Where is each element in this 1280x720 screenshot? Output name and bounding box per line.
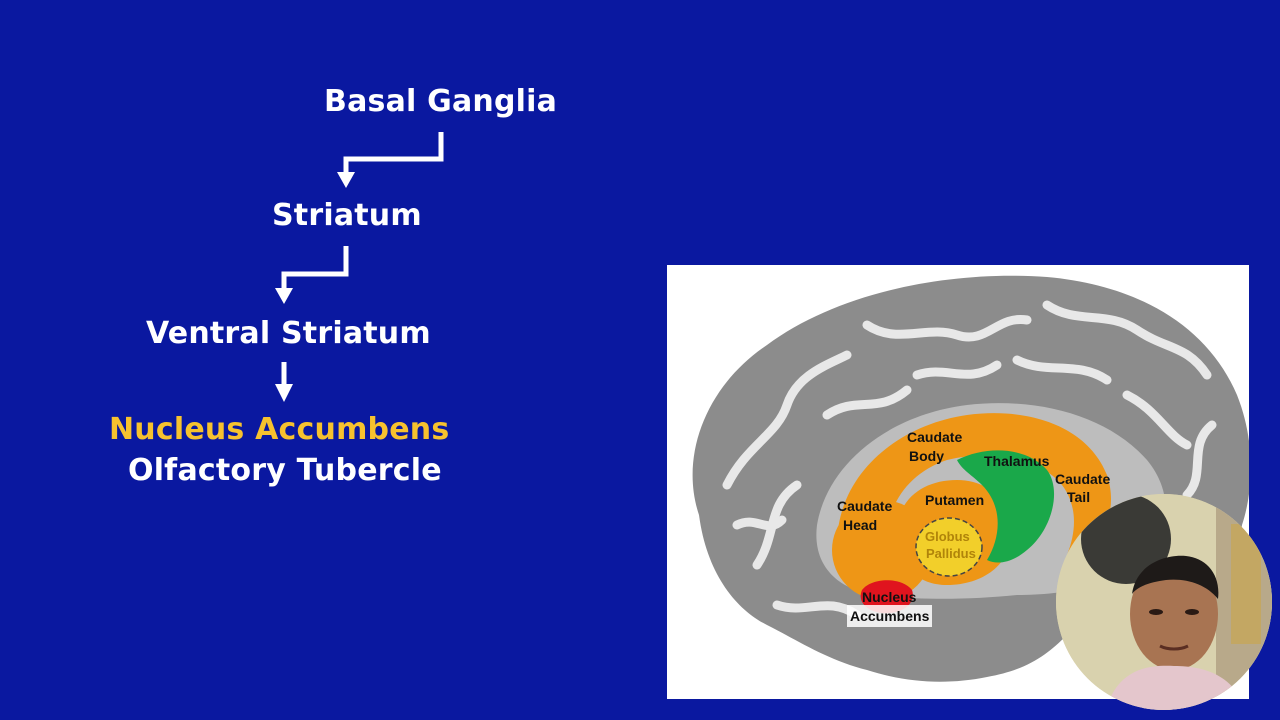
label-globus-2: Pallidus: [926, 546, 976, 561]
basal-ganglia-label: Basal Ganglia: [324, 84, 558, 119]
nucleus-accumbens-label: Nucleus Accumbens: [109, 412, 450, 447]
label-caudate-tail-2: Tail: [1067, 489, 1090, 505]
presenter-shirt: [1106, 665, 1246, 710]
arrowhead-1: [337, 172, 355, 188]
label-caudate-body-1: Caudate: [907, 429, 962, 445]
striatum-label: Striatum: [272, 198, 422, 233]
caudate-nucleus: [837, 413, 1112, 595]
label-globus-1: Globus: [925, 529, 970, 544]
globus-pallidus: [915, 517, 983, 577]
label-caudate-body-2: Body: [909, 448, 944, 464]
label-accumbens-1: Nucleus: [862, 589, 917, 605]
label-accumbens-2: Accumbens: [850, 608, 930, 624]
label-putamen: Putamen: [925, 492, 984, 508]
arrowhead-3: [275, 384, 293, 402]
arrow-striatum-to-ventral: [281, 246, 349, 290]
label-caudate-head-2: Head: [843, 517, 877, 533]
presenter-webcam: [1056, 494, 1272, 710]
label-caudate-tail-1: Caudate: [1055, 471, 1110, 487]
ventral-striatum-label: Ventral Striatum: [146, 316, 431, 351]
label-thalamus: Thalamus: [984, 453, 1050, 469]
label-caudate-head-1: Caudate: [837, 498, 892, 514]
presenter-head: [1130, 558, 1218, 670]
olfactory-tubercle-label: Olfactory Tubercle: [128, 453, 442, 488]
arrow-basal-to-striatum: [343, 132, 444, 174]
thalamus: [957, 450, 1055, 563]
arrowhead-2: [275, 288, 293, 304]
brain-diagram: Caudate Body Thalamus Caudate Tail Cauda…: [667, 265, 1249, 699]
